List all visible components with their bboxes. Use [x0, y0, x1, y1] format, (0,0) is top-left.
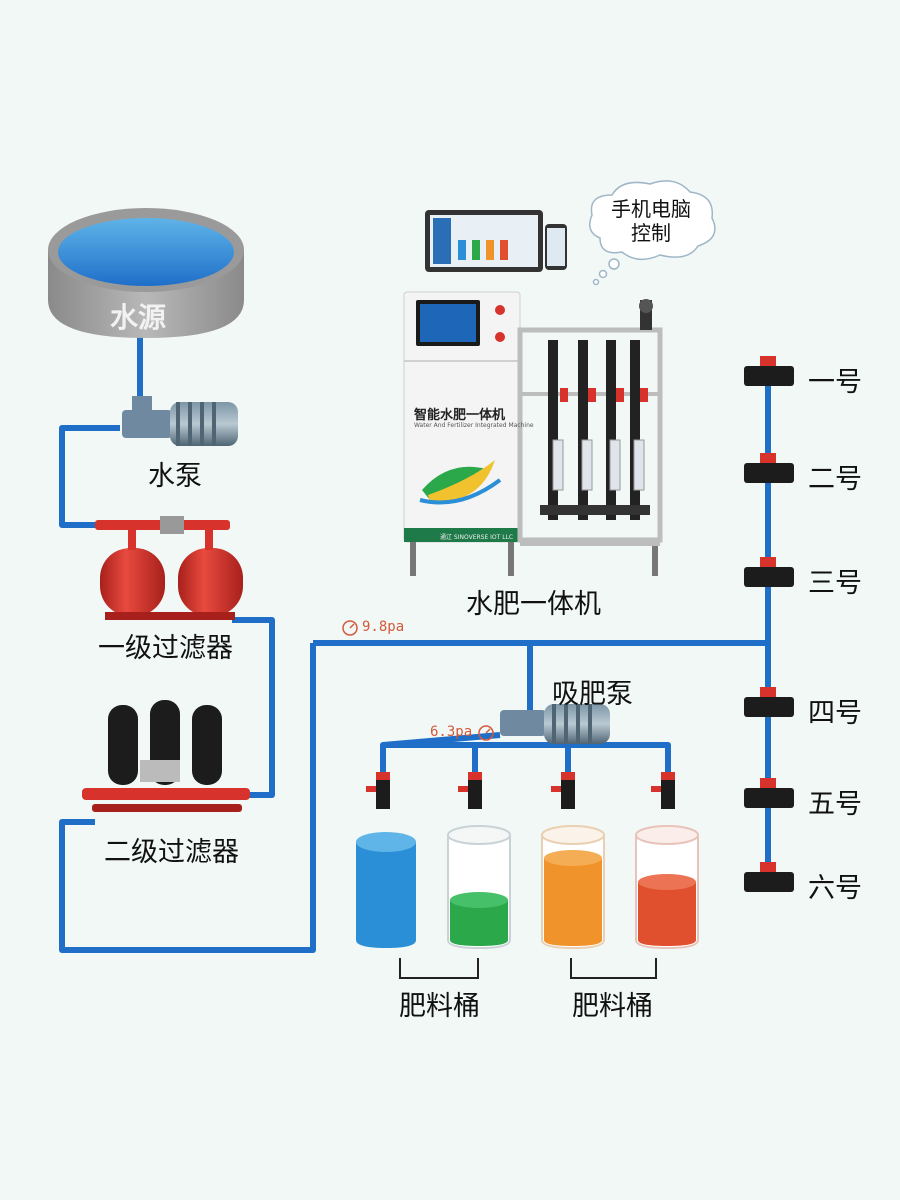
- gauge-icons: [342, 620, 494, 741]
- zone-valve-1: [744, 356, 794, 386]
- zone-valve-5: [744, 778, 794, 808]
- tank-group-label-1: 肥料桶: [399, 991, 480, 1022]
- fertilizer-tank-green: [447, 825, 511, 950]
- zone-valve-label-6: 六号: [808, 873, 862, 904]
- water-pump: [122, 396, 238, 446]
- zone-valve-label-4: 四号: [808, 698, 862, 729]
- water-source-label: 水源: [110, 301, 167, 334]
- tank-group-bracket-2: [570, 958, 657, 979]
- zone-valve-label-1: 一号: [808, 367, 862, 398]
- thought-cloud: [589, 180, 716, 286]
- pump-label: 水泵: [148, 461, 202, 492]
- fertilizer-valves: [366, 772, 675, 809]
- zone-valve-label-3: 三号: [808, 568, 862, 599]
- pipe-filter1-to-filter2: [232, 617, 275, 798]
- fertilizer-valve-4: [651, 772, 675, 809]
- zone-valve-4: [744, 687, 794, 717]
- primary-filter: [95, 516, 243, 620]
- secondary-filter: [82, 700, 250, 812]
- suction-pump-label: 吸肥泵: [552, 679, 633, 710]
- fertilizer-tanks: [356, 825, 699, 950]
- pipe-fertilizer-manifold: [380, 732, 671, 805]
- main-gauge-reading: 9.8pa: [362, 619, 405, 635]
- control-cloud-text: 手机电脑 控制: [596, 197, 706, 245]
- primary-filter-label: 一级过滤器: [98, 633, 233, 664]
- machine-panel-footer: 通辽 SINOVERSE IOT LLC: [440, 534, 514, 541]
- fertilizer-valve-3: [551, 772, 575, 809]
- water-source-tank: [48, 208, 244, 338]
- tank-group-label-2: 肥料桶: [572, 991, 653, 1022]
- zone-valve-6: [744, 862, 794, 892]
- fertilizer-tank-orange: [541, 825, 605, 950]
- zone-valve-label-2: 二号: [808, 464, 862, 495]
- machine-panel-subtitle: Water And Fertilizer Integrated Machine: [414, 422, 534, 429]
- fertilizer-gauge-icon: [478, 725, 494, 741]
- zone-valves: [744, 356, 794, 892]
- fertilizer-valve-1: [366, 772, 390, 809]
- fertilizer-valve-2: [458, 772, 482, 809]
- control-devices: [425, 210, 567, 272]
- tank-group-bracket-1: [399, 958, 479, 979]
- fertilizer-tank-blue: [356, 832, 416, 948]
- pipe-filter2-to-main: [59, 643, 316, 953]
- suction-pump: [500, 704, 610, 744]
- pipe-pump-to-filter1: [59, 425, 128, 528]
- machine-panel-title: 智能水肥一体机: [414, 408, 506, 423]
- control-line-2: 控制: [631, 221, 671, 245]
- fertilizer-tank-red: [635, 825, 699, 950]
- fertilizer-gauge-reading: 6.3pa: [430, 724, 473, 740]
- integrated-machine: [403, 291, 663, 576]
- machine-label: 水肥一体机: [466, 589, 601, 620]
- zone-valve-label-5: 五号: [808, 789, 862, 820]
- zone-valve-3: [744, 557, 794, 587]
- main-gauge-icon: [342, 620, 358, 636]
- secondary-filter-label: 二级过滤器: [104, 837, 239, 868]
- tank-group-brackets: [399, 958, 657, 979]
- zone-valve-2: [744, 453, 794, 483]
- control-line-1: 手机电脑: [611, 197, 691, 221]
